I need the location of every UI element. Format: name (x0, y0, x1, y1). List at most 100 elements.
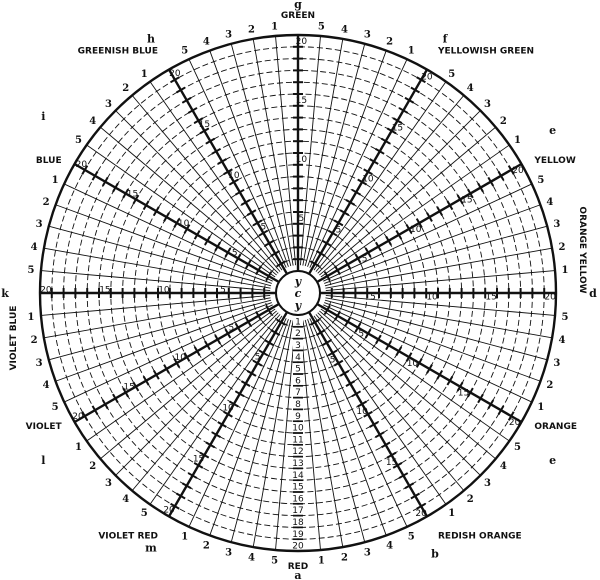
minor-tick (376, 122, 379, 125)
minor-rim-label: 2 (203, 540, 210, 551)
main-tick-label: 10 (356, 407, 368, 417)
minor-rim-label: 2 (43, 197, 50, 208)
minor-tick (254, 276, 256, 279)
minor-tick (350, 216, 353, 218)
minor-radius (100, 126, 277, 276)
minor-tick (262, 321, 264, 324)
main-tick (255, 265, 262, 276)
red-scale-bg (293, 351, 303, 362)
minor-rim-label: 2 (467, 494, 474, 505)
minor-tick (476, 141, 479, 144)
minor-tick (432, 130, 435, 133)
minor-rim-label: 1 (318, 555, 325, 566)
red-scale-label: 2 (295, 329, 301, 339)
main-tick (234, 188, 245, 196)
main-tick (456, 194, 464, 205)
minor-tick (356, 221, 359, 223)
main-tick (386, 127, 397, 135)
minor-tick (162, 100, 165, 102)
main-tick (246, 209, 257, 216)
minor-tick (432, 453, 435, 456)
minor-rim-label: 2 (500, 116, 507, 127)
minor-radius (55, 204, 272, 284)
main-tick (310, 318, 320, 326)
main-tick (497, 405, 505, 416)
minor-tick (362, 357, 365, 360)
minor-tick (232, 468, 235, 470)
minor-radius (149, 81, 283, 271)
main-tick (398, 107, 409, 114)
minor-tick (353, 331, 356, 334)
color-label: YELLOWISH GREEN (437, 47, 534, 57)
color-letter: m (145, 542, 157, 555)
minor-tick (106, 381, 108, 384)
minor-radius (63, 304, 273, 403)
main-tick (436, 369, 444, 380)
red-scale-bg (293, 433, 303, 444)
main-tick (398, 472, 409, 479)
minor-tick (450, 399, 453, 402)
red-scale-label: 6 (295, 376, 301, 386)
minor-tick (135, 427, 138, 430)
minor-tick (203, 158, 206, 160)
minor-radius (230, 43, 292, 267)
main-tick (244, 316, 252, 327)
minor-rim-label: 1 (28, 312, 35, 323)
main-tick (223, 410, 233, 418)
minor-tick (230, 196, 233, 199)
minor-tick (350, 336, 352, 339)
main-tick (173, 358, 181, 368)
minor-rim-label: 1 (408, 46, 415, 57)
minor-tick (237, 363, 240, 365)
minor-tick (216, 512, 219, 514)
main-tick-label: 5 (255, 352, 261, 362)
main-tick (223, 168, 233, 176)
red-scale-label: 7 (295, 388, 301, 398)
minor-tick (231, 357, 234, 360)
main-tick (181, 96, 192, 104)
minor-tick (182, 211, 185, 214)
minor-tick (264, 259, 267, 262)
minor-tick (240, 331, 243, 334)
red-scale-bg (293, 481, 303, 492)
main-tick-label: 10 (228, 171, 240, 181)
minor-rim-label: 2 (248, 25, 255, 36)
minor-radius (100, 310, 277, 460)
minor-tick (117, 442, 120, 445)
minor-tick (336, 348, 339, 351)
minor-tick (216, 177, 219, 180)
minor-rim-label: 4 (89, 116, 96, 127)
main-tick (426, 364, 433, 374)
minor-tick (377, 72, 380, 74)
minor-tick (176, 119, 179, 122)
main-tick-label: 15 (392, 123, 403, 133)
color-letter: a (294, 569, 301, 580)
minor-tick (210, 323, 212, 326)
minor-rim-label: 5 (75, 135, 82, 146)
main-tick (410, 86, 421, 94)
minor-tick (495, 219, 497, 222)
minor-tick (445, 222, 448, 225)
minor-tick (198, 391, 200, 393)
minor-tick (191, 242, 194, 245)
red-scale-bg (293, 315, 303, 326)
minor-tick (359, 321, 362, 324)
minor-tick (207, 366, 210, 369)
red-scale-label: 19 (292, 530, 304, 540)
red-scale-label: 15 (292, 483, 303, 493)
main-tick (363, 410, 373, 418)
color-label: VIOLET (26, 422, 63, 432)
color-label: VIOLET RED (98, 531, 158, 541)
red-scale-label: 4 (295, 353, 301, 363)
main-tick-label: 5 (336, 226, 342, 236)
main-tick-label: 5 (370, 292, 376, 302)
main-tick (132, 381, 140, 392)
minor-tick (381, 252, 383, 255)
minor-tick (396, 504, 399, 507)
red-scale-label: 9 (295, 412, 301, 422)
minor-tick (105, 426, 107, 429)
minor-tick (509, 192, 512, 195)
minor-rim-label: 5 (141, 508, 148, 519)
minor-tick (207, 184, 209, 187)
main-tick (404, 482, 415, 490)
